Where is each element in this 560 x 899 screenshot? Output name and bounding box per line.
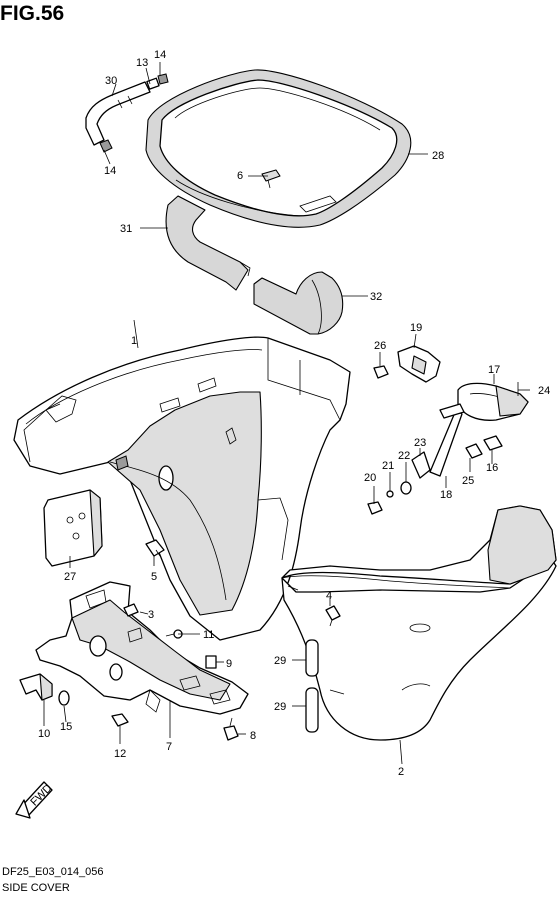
lower-cover xyxy=(13,336,351,641)
fwd-label: FWD xyxy=(28,782,54,808)
foam-block-lower xyxy=(253,271,344,335)
part-label-22: 22 xyxy=(398,450,410,462)
top-seal-ring xyxy=(145,69,412,228)
foam-block-upper xyxy=(165,195,251,291)
part-label-6: 6 xyxy=(237,170,243,182)
part-label-24: 24 xyxy=(538,385,550,397)
socket-part-16 xyxy=(483,435,503,451)
pin-part-9 xyxy=(205,655,217,669)
part-label-5: 5 xyxy=(151,571,157,583)
leader-lines xyxy=(43,62,530,765)
part-label-29-upper: 29 xyxy=(274,655,286,667)
connector-part-19 xyxy=(397,345,441,383)
lamp-housing-17 xyxy=(457,382,529,421)
hose-connector xyxy=(99,73,169,153)
part-label-15: 15 xyxy=(60,721,72,733)
part-label-12: 12 xyxy=(114,748,126,760)
part-label-10: 10 xyxy=(38,728,50,740)
clip-part xyxy=(261,169,281,189)
part-label-26: 26 xyxy=(374,340,386,352)
part-label-13: 13 xyxy=(136,57,148,69)
screw-part-20 xyxy=(367,501,383,515)
part-label-7: 7 xyxy=(166,741,172,753)
part-label-2: 2 xyxy=(398,766,404,778)
bulb-part-25 xyxy=(465,443,483,459)
part-number-labels: 1 2 3 4 5 6 7 8 9 10 11 12 13 14 14 15 1… xyxy=(38,49,550,778)
bolt-part-8 xyxy=(223,717,239,741)
part-label-14-lower: 14 xyxy=(104,165,116,177)
washer-part-22 xyxy=(400,481,412,495)
part-label-19: 19 xyxy=(410,322,422,334)
lever-part-10 xyxy=(19,673,53,701)
diagram-code: DF25_E03_014_056 xyxy=(2,866,104,878)
part-label-31: 31 xyxy=(120,223,132,235)
fwd-direction-marker: FWD xyxy=(15,781,55,819)
part-label-30: 30 xyxy=(105,75,117,87)
grommet-part-23 xyxy=(411,451,431,479)
washer-part-15 xyxy=(58,690,70,706)
bolt-part-5 xyxy=(145,539,165,557)
part-label-16: 16 xyxy=(486,462,498,474)
screw-part-26 xyxy=(373,365,389,379)
part-label-8: 8 xyxy=(250,730,256,742)
part-label-21: 21 xyxy=(382,460,394,472)
part-label-27: 27 xyxy=(64,571,76,583)
part-label-20: 20 xyxy=(364,472,376,484)
cover-plate xyxy=(43,489,103,567)
part-label-18: 18 xyxy=(440,489,452,501)
part-label-28: 28 xyxy=(432,150,444,162)
part-label-4: 4 xyxy=(326,590,332,602)
part-label-17: 17 xyxy=(488,364,500,376)
side-cover xyxy=(281,505,557,741)
screw-part-4 xyxy=(325,605,341,627)
part-label-23: 23 xyxy=(414,437,426,449)
bracket-part-18 xyxy=(429,403,465,477)
part-label-1: 1 xyxy=(131,335,137,347)
nut-part-12 xyxy=(111,713,129,727)
part-label-14-upper: 14 xyxy=(154,49,166,61)
part-label-25: 25 xyxy=(462,475,474,487)
part-label-3: 3 xyxy=(148,609,154,621)
hose-part xyxy=(85,81,151,146)
part-label-32: 32 xyxy=(370,291,382,303)
figure-title: FIG.56 xyxy=(0,2,65,25)
diagram-caption: SIDE COVER xyxy=(2,882,70,894)
part-label-9: 9 xyxy=(226,658,232,670)
part-label-11: 11 xyxy=(203,629,214,641)
part-label-29-lower: 29 xyxy=(274,701,286,713)
spacer-part-3 xyxy=(123,603,139,617)
bracket-assembly xyxy=(35,581,249,715)
